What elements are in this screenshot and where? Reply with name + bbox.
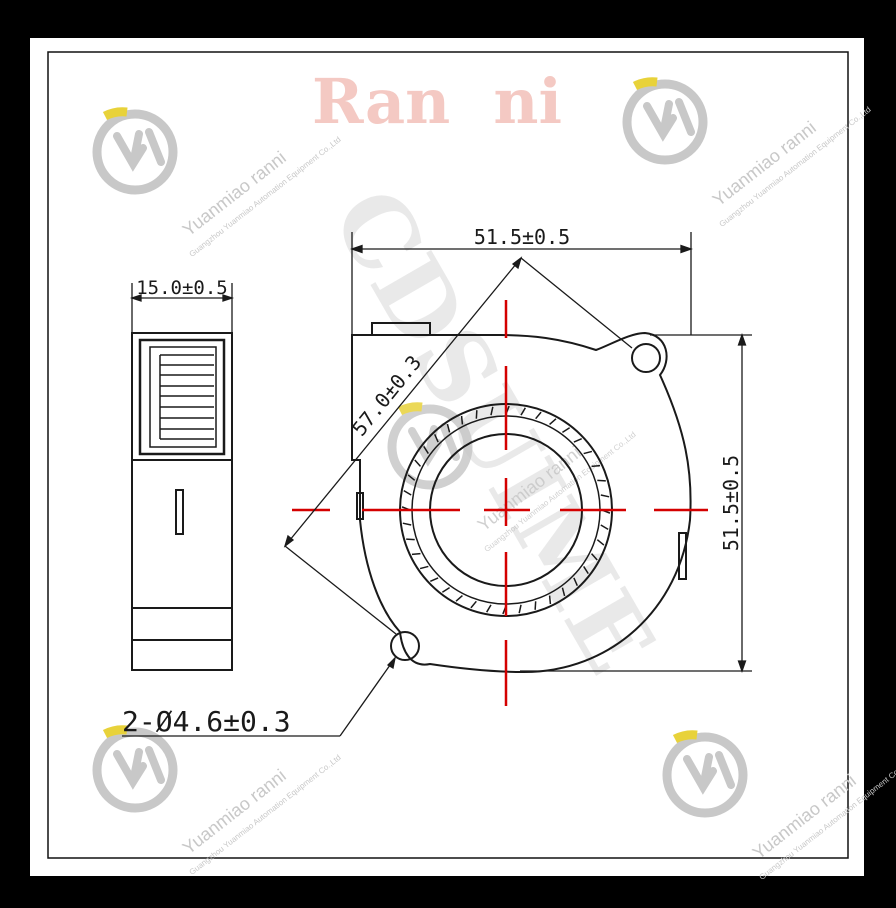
side-view-outlet (138, 338, 226, 456)
left-tab (356, 492, 364, 520)
impeller-blade (600, 524, 609, 530)
mounting-hole-top (631, 343, 661, 373)
side-view (131, 332, 233, 671)
impeller-blade (486, 604, 492, 613)
impeller-blade (534, 601, 537, 610)
side-width-label: 15.0±0.5 (136, 277, 228, 299)
impeller-blade (460, 415, 464, 425)
impeller-blade (561, 587, 566, 597)
watermark-logo-icon (92, 727, 178, 813)
watermark-logo-icon (92, 109, 178, 195)
front-width-label: 51.5±0.5 (474, 225, 570, 249)
side-view-tab (175, 489, 184, 535)
impeller-blade (414, 459, 422, 467)
right-tab (678, 532, 687, 580)
impeller-blade (402, 522, 412, 526)
watermark-logo-icon (622, 79, 708, 165)
mounting-hole-bottom (390, 631, 420, 661)
impeller-blade (596, 539, 605, 546)
impeller-blade (407, 474, 416, 481)
impeller-blade (429, 577, 439, 582)
impeller-blade (423, 445, 429, 454)
impeller-blade (403, 490, 412, 496)
impeller-blades (401, 405, 611, 615)
side-view-body (131, 332, 233, 671)
impeller-blade (562, 427, 571, 433)
front-height-label: 51.5±0.5 (719, 455, 743, 551)
impeller-blade (583, 566, 589, 575)
side-view-grille (159, 354, 214, 440)
impeller-blade (411, 552, 421, 556)
impeller-blade (535, 411, 542, 420)
hole-callout (122, 656, 397, 737)
inner-border (47, 51, 849, 859)
front-width-dimension (350, 232, 693, 335)
impeller-blade (470, 600, 477, 609)
impeller-blade (475, 410, 478, 419)
impeller-blade (419, 565, 429, 570)
impeller-blade (490, 406, 494, 416)
impeller-blade (583, 450, 593, 455)
brand-watermark: Ran ni (312, 65, 562, 138)
impeller-blade (441, 587, 450, 593)
impeller-blade (549, 418, 557, 426)
side-view-outlet-inner (149, 346, 217, 448)
impeller-blade (573, 438, 583, 443)
impeller-blade (548, 595, 552, 605)
top-tab (371, 322, 431, 336)
side-width-dimension (129, 283, 235, 333)
impeller-blade (446, 423, 451, 433)
impeller-blade (520, 407, 526, 416)
impeller-blade (590, 553, 598, 561)
impeller-blade (597, 479, 606, 482)
impeller-blade (518, 604, 522, 614)
centerlines (292, 300, 708, 706)
hole-callout-label: 2-Ø4.6±0.3 (122, 705, 291, 738)
impeller-blade (573, 577, 578, 587)
impeller-blade (434, 433, 439, 443)
diagonal-dimension (283, 256, 633, 635)
impeller-blade (406, 538, 415, 541)
front-height-dimension (520, 333, 752, 673)
watermark-logo-icon (387, 404, 473, 490)
watermark-logo-icon (662, 732, 748, 818)
impeller-blade (600, 494, 610, 498)
impeller-blade (455, 594, 463, 602)
impeller-blade (591, 464, 601, 468)
